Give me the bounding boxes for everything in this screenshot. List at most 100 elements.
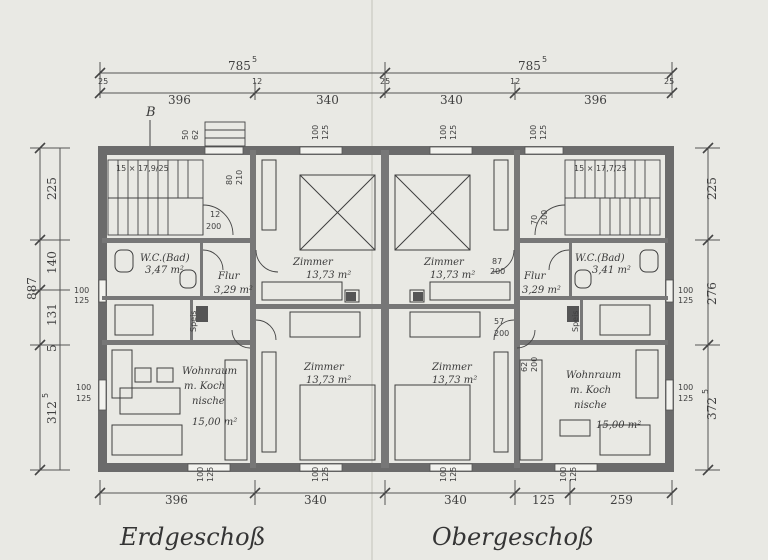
win-side-w3: 100 bbox=[678, 286, 693, 295]
win-bot-h2: 125 bbox=[321, 467, 330, 482]
stairs-right-label: 15 × 17,7/25 bbox=[574, 164, 627, 173]
win-side-h4: 125 bbox=[678, 394, 693, 403]
door-small-w: 62 bbox=[520, 362, 529, 372]
dim-left-total: 887 bbox=[25, 277, 39, 300]
win-top-h2: 125 bbox=[449, 125, 458, 140]
zimmer-tr-name: Zimmer bbox=[423, 257, 465, 268]
room-labels: 15 × 17,9/25 15 × 17,7/25 W.C.(Bad) 3,47… bbox=[116, 164, 641, 431]
dim-overall-left-sup: 5 bbox=[252, 55, 257, 64]
pass-w: 50 bbox=[181, 130, 190, 140]
door-inner-w: 57 bbox=[494, 317, 504, 326]
win-side-h1: 125 bbox=[74, 296, 89, 305]
wohn-right-area: 15,00 m² bbox=[596, 420, 641, 431]
dim-left-3: 131 bbox=[45, 303, 59, 326]
dim-bottom-5: 259 bbox=[610, 493, 633, 507]
zimmer-tl-area: 13,73 m² bbox=[306, 270, 351, 281]
flur-left-area: 3,29 m² bbox=[214, 285, 253, 296]
door-mid-h: 200 bbox=[490, 267, 505, 276]
dim-overall-right-sup: 5 bbox=[542, 55, 547, 64]
wohn-left-area: 15,00 m² bbox=[192, 417, 237, 428]
dim-right-3-sup: 5 bbox=[701, 389, 710, 394]
win-top-h1: 125 bbox=[321, 125, 330, 140]
door-inner-h: 200 bbox=[494, 329, 509, 338]
flur-right-area: 3,29 m² bbox=[522, 285, 561, 296]
dimension-ticks bbox=[34, 67, 714, 499]
win-top-w3: 100 bbox=[529, 125, 538, 140]
win-side-w4: 100 bbox=[678, 383, 693, 392]
dim-left-1: 225 bbox=[45, 177, 59, 200]
win-bot-w3: 100 bbox=[439, 467, 448, 482]
dim-bottom-1: 396 bbox=[165, 493, 188, 507]
wc-left-name: W.C.(Bad) bbox=[140, 253, 190, 264]
door-tall-w: 80 bbox=[225, 175, 234, 185]
wall-mark-4: 12 bbox=[510, 77, 520, 86]
win-bot-w2: 100 bbox=[311, 467, 320, 482]
speis-left: Speis bbox=[189, 311, 198, 332]
win-bot-w4: 100 bbox=[559, 467, 568, 482]
wohn-left-line1: Wohnraum bbox=[182, 366, 237, 377]
dim-bottom-4: 125 bbox=[532, 493, 555, 507]
dim-right-2: 276 bbox=[705, 282, 719, 305]
win-top-w2: 100 bbox=[439, 125, 448, 140]
zimmer-tr-area: 13,73 m² bbox=[430, 270, 475, 281]
dim-left-5: 312 bbox=[45, 401, 59, 424]
dim-top-3: 340 bbox=[440, 93, 463, 107]
wc-left-area: 3,47 m² bbox=[145, 265, 184, 276]
dim-top-1: 396 bbox=[168, 93, 191, 107]
wall-mark-5: 25 bbox=[664, 77, 674, 86]
speis-right: Speis bbox=[571, 311, 580, 332]
wohn-left-line3: nische bbox=[192, 396, 225, 407]
zimmer-bl-area: 13,73 m² bbox=[306, 375, 351, 386]
zimmer-bl-name: Zimmer bbox=[303, 362, 345, 373]
dim-top-2: 340 bbox=[316, 93, 339, 107]
zimmer-br-name: Zimmer bbox=[431, 362, 473, 373]
windows bbox=[98, 146, 674, 472]
flur-right-name: Flur bbox=[523, 271, 547, 282]
wohn-right-line1: Wohnraum bbox=[566, 370, 621, 381]
dim-overall-right: 785 bbox=[518, 59, 541, 73]
door-mid-w: 87 bbox=[492, 257, 502, 266]
zimmer-br-area: 13,73 m² bbox=[432, 375, 477, 386]
furniture bbox=[111, 159, 659, 461]
door-small-h: 200 bbox=[530, 357, 539, 372]
entrance-steps bbox=[204, 121, 246, 147]
win-top-h3: 125 bbox=[539, 125, 548, 140]
stairs-right bbox=[564, 159, 661, 236]
flur-left-name: Flur bbox=[217, 271, 241, 282]
wohn-left-line2: m. Koch bbox=[184, 381, 225, 392]
win-side-w1: 100 bbox=[74, 286, 89, 295]
stairs-left bbox=[107, 159, 204, 236]
wall-mark-3: 25 bbox=[380, 77, 390, 86]
door-swings bbox=[202, 204, 570, 349]
caption-upper-floor: Obergeschoß bbox=[432, 523, 594, 551]
win-side-h3: 125 bbox=[678, 296, 693, 305]
door-w2-w: 12 bbox=[210, 210, 220, 219]
caption-ground-floor: Erdgeschoß bbox=[119, 523, 266, 551]
chimney-flues bbox=[196, 292, 579, 322]
dim-left-4: 5 bbox=[45, 344, 59, 352]
win-top-w1: 100 bbox=[311, 125, 320, 140]
dim-left-5-sup: 5 bbox=[41, 393, 50, 398]
zimmer-tl-name: Zimmer bbox=[292, 257, 334, 268]
wohn-right-line3: nische bbox=[574, 400, 607, 411]
dim-bottom-2: 340 bbox=[304, 493, 327, 507]
win-bot-h4: 125 bbox=[569, 467, 578, 482]
opening-labels: 100 125 100 125 100 125 50 62 100 125 10… bbox=[74, 125, 693, 482]
stairs-left-label: 15 × 17,9/25 bbox=[116, 164, 169, 173]
wc-right-name: W.C.(Bad) bbox=[575, 253, 625, 264]
wc-right-area: 3,41 m² bbox=[592, 265, 631, 276]
door-w2-h: 200 bbox=[206, 222, 221, 231]
win-side-w2: 100 bbox=[76, 383, 91, 392]
door-tall-h: 210 bbox=[235, 170, 244, 185]
win-bot-w1: 100 bbox=[196, 467, 205, 482]
door-w-h: 200 bbox=[540, 210, 549, 225]
dim-top-4: 396 bbox=[584, 93, 607, 107]
dimension-labels: 785 5 785 5 396 340 340 396 396 340 340 … bbox=[25, 55, 719, 507]
wall-mark-2: 12 bbox=[252, 77, 262, 86]
dim-left-2: 140 bbox=[45, 251, 59, 274]
win-bot-h1: 125 bbox=[206, 467, 215, 482]
door-w-w: 70 bbox=[530, 215, 539, 225]
section-mark: B bbox=[145, 105, 156, 120]
